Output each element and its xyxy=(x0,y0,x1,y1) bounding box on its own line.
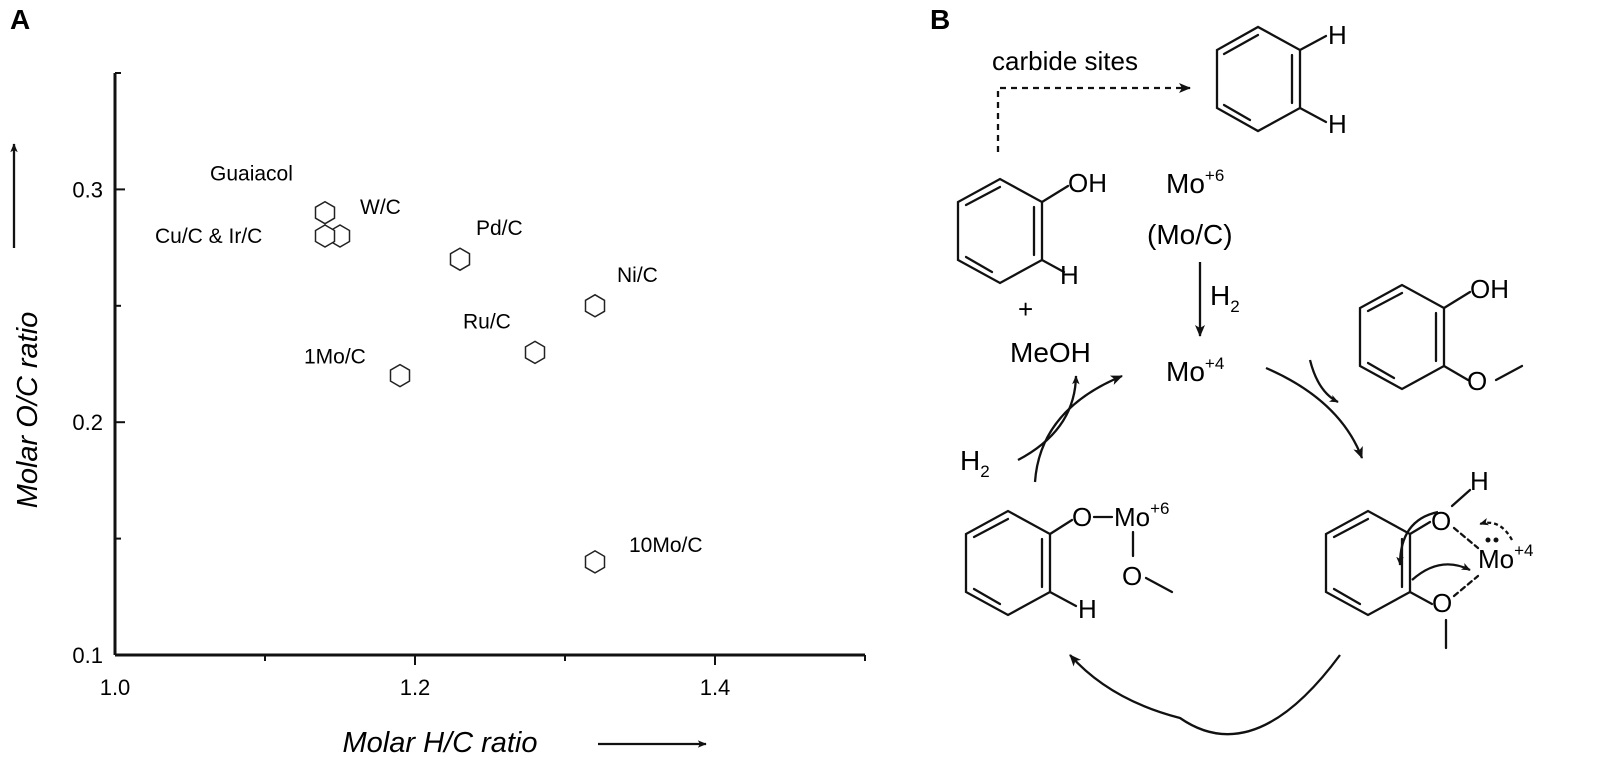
data-point xyxy=(524,340,546,365)
catalytic-cycle-arrows: H2 xyxy=(960,359,1364,736)
y-axis-title: Molar O/C ratio xyxy=(12,312,44,509)
data-point-label: Ru/C xyxy=(463,310,511,333)
phenoxy-mo-intermediate: O Mo+6 O H xyxy=(964,499,1174,624)
data-point-label: Pd/C xyxy=(476,217,523,240)
carbide-route: carbide sites xyxy=(992,46,1191,152)
cycle-arrow-right xyxy=(1265,366,1364,459)
data-point-label: Guaiacol xyxy=(210,163,293,186)
panel-b-letter: B xyxy=(930,4,950,35)
guaiacol-oh: OH xyxy=(1470,274,1509,304)
mo-on-carbon-label: (Mo/C) xyxy=(1147,219,1233,250)
intermediate-left-o2: O xyxy=(1122,561,1142,591)
data-point xyxy=(314,224,336,248)
mo4-label: Mo+4 xyxy=(1166,354,1224,387)
intermediate-left-h: H xyxy=(1078,594,1097,624)
data-point xyxy=(449,247,471,272)
data-point xyxy=(584,550,606,574)
x-tick-label: 1.2 xyxy=(400,675,431,700)
phenol-oh: OH xyxy=(1068,168,1107,198)
carbide-dashed-arrow xyxy=(996,83,1191,152)
intermediate-right-mo: Mo+4 xyxy=(1478,541,1534,574)
guaiacol-molecule: OH O xyxy=(1358,274,1524,396)
guaiacol-entry-arrow xyxy=(1308,359,1339,404)
y-tick-label: 0.2 xyxy=(72,410,103,435)
data-point xyxy=(389,363,411,388)
carbide-sites-label: carbide sites xyxy=(992,46,1138,76)
y-tick-label: 0.3 xyxy=(72,177,103,202)
data-point-label: Ni/C xyxy=(617,264,658,287)
data-point-label: 10Mo/C xyxy=(629,534,703,557)
cycle-arrow-left xyxy=(1033,374,1123,483)
molybdenum-reduction: Mo+6 (Mo/C) H2 Mo+4 xyxy=(1147,166,1240,387)
intermediate-left-o1: O xyxy=(1072,502,1092,532)
h2-reductant-label: H2 xyxy=(1210,280,1240,316)
phenol-molecule: OH H + MeOH xyxy=(956,168,1107,368)
methanol-release-arrow xyxy=(1017,375,1080,462)
x-axis-title: Molar H/C ratio xyxy=(343,727,538,759)
x-tick-label: 1.0 xyxy=(100,675,131,700)
data-point-label: 1Mo/C xyxy=(304,346,366,369)
methanol-label: MeOH xyxy=(1010,337,1091,368)
benzene-h-bottom: H xyxy=(1328,109,1347,139)
axis-ticks: 1.0 1.2 1.4 0.1 0.2 0.3 xyxy=(72,72,866,700)
data-point-label: W/C xyxy=(360,196,401,219)
phenol-h: H xyxy=(1060,260,1079,290)
plus-sign: + xyxy=(1018,294,1033,324)
mo6-label: Mo+6 xyxy=(1166,166,1224,199)
h2-left-label: H2 xyxy=(960,445,990,481)
y-tick-label: 0.1 xyxy=(72,643,103,668)
guaiacol-o: O xyxy=(1467,366,1487,396)
intermediate-right-h: H xyxy=(1470,466,1489,496)
data-point-label: Cu/C & Ir/C xyxy=(155,225,262,248)
intermediate-right-o2: O xyxy=(1432,588,1452,618)
intermediate-left-mo: Mo+6 xyxy=(1114,499,1170,532)
cycle-arrow-bottom xyxy=(1069,654,1341,736)
x-tick-label: 1.4 xyxy=(700,675,731,700)
benzene-molecule: H H xyxy=(1215,20,1347,139)
benzene-h-top: H xyxy=(1328,20,1347,50)
data-point xyxy=(314,200,336,225)
guaiacol-mo-intermediate: O H O Mo+4 xyxy=(1324,466,1534,650)
panel-a-letter: A xyxy=(10,4,30,35)
data-point xyxy=(584,293,606,318)
intermediate-right-o1: O xyxy=(1431,506,1451,536)
